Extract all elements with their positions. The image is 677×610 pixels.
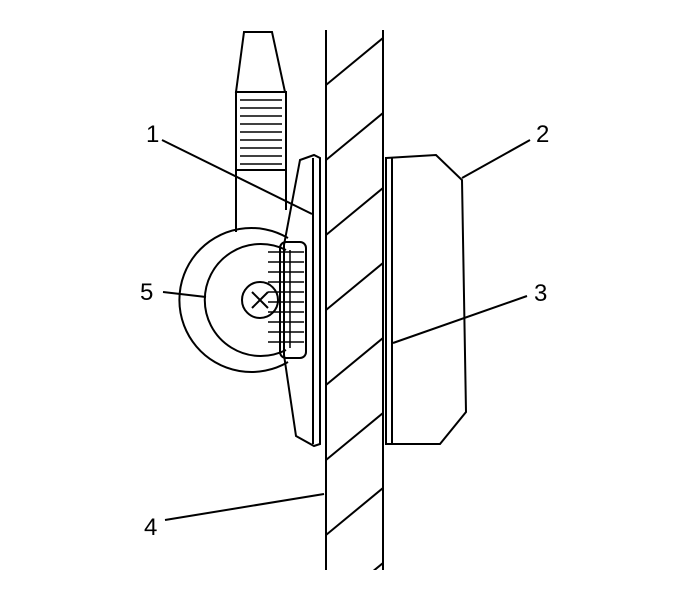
boot-ribs (240, 99, 282, 165)
screw-icon (241, 281, 279, 319)
callout-2: 2 (536, 121, 549, 148)
callout-3: 3 (534, 280, 547, 307)
wall-hatching (326, 37, 383, 570)
callout-labels: 1 2 3 4 5 (140, 121, 549, 541)
connector-body (385, 153, 468, 445)
clip-serrations (268, 250, 304, 348)
retaining-clip (178, 227, 307, 373)
wall-panel (325, 30, 384, 570)
cable-boot (234, 31, 287, 232)
callout-4: 4 (144, 514, 157, 541)
callout-1: 1 (146, 121, 159, 148)
callout-5: 5 (140, 279, 153, 306)
leader-lines (161, 139, 531, 521)
